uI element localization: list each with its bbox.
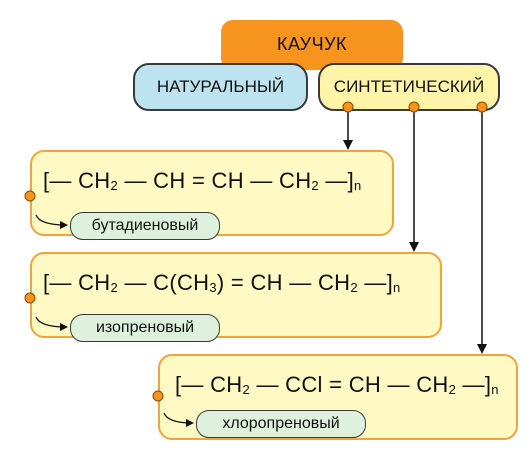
formula-part: [— CH [175,372,243,397]
chloroprene-formula: [— CH2 — CCl = CH — CH2 —]n [175,372,499,398]
formula-subscript: n [354,178,362,193]
formula-part: — CCl = CH — CH [250,372,449,397]
formula-subscript: 2 [350,280,358,295]
formula-part: — CH = CH — CH [118,168,312,193]
formula-part: ) = CH — CH [216,270,351,295]
formula-subscript: 3 [209,280,217,295]
synthetic-connector-dot [408,101,420,113]
formula-subscript: 2 [448,382,457,397]
formula-part: —] [318,168,355,193]
formula-subscript: n [491,382,499,397]
card-connector-dot [24,190,36,202]
formula-part: —] [456,372,492,397]
butadiene-name-tag: бутадиеновый [70,212,220,240]
formula-subscript: 2 [110,280,119,295]
synthetic-connector-dot [342,101,354,113]
tag-connector [35,316,68,331]
butadiene-formula: [— CH2 — CH = CH — CH2 —]n [43,168,362,194]
formula-part: —] [357,270,394,295]
root-box [221,20,403,70]
tag-connector [163,412,194,427]
chloroprene-name-tag: хлоропреновый [196,410,366,438]
formula-subscript: 2 [311,178,319,193]
formula-subscript: n [393,280,401,295]
synthetic-category: СИНТЕТИЧЕСКИЙ [318,63,500,111]
formula-part: — C(CH [118,270,210,295]
root-label: КАУЧУК [276,34,348,54]
formula-subscript: 2 [110,178,119,193]
synthetic-connector-dot [476,101,488,113]
tag-connector [35,214,68,229]
card-connector-dot [152,390,164,402]
formula-part: [— CH [43,168,111,193]
natural-category: НАТУРАЛЬНЫЙ [133,63,308,111]
isoprene-name-tag: изопреновый [70,314,220,342]
card-connector-dot [24,292,36,304]
isoprene-formula: [— CH2 — C(CH3) = CH — CH2 —]n [43,270,401,296]
formula-subscript: 2 [242,382,251,397]
formula-part: [— CH [43,270,111,295]
